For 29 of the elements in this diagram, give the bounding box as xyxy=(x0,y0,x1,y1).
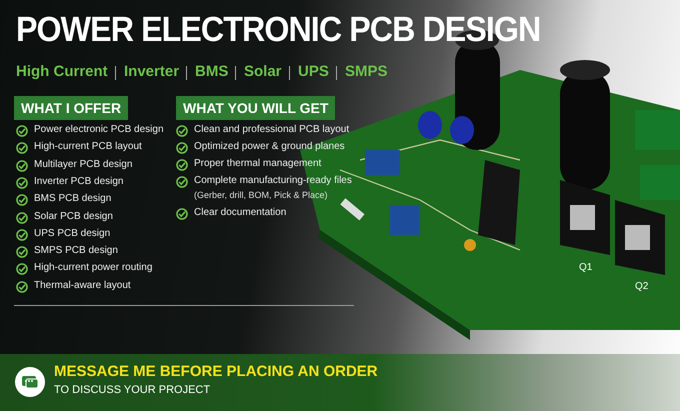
part-label: Q2 xyxy=(633,281,650,292)
list-item: Power electronic PCB design xyxy=(34,124,164,135)
list-item: Optimized power & ground planes xyxy=(194,141,345,152)
title: POWER ELECTRONIC PCB DESIGN xyxy=(16,10,540,50)
category-label: SMPS xyxy=(345,63,388,80)
cta-subtext: TO DISCUSS YOUR PROJECT xyxy=(54,384,210,396)
section-header: WHAT I OFFER xyxy=(14,96,128,120)
part-label: Q1 xyxy=(577,262,594,273)
list-item: High-current PCB layout xyxy=(34,141,142,152)
list-item: High-current power routing xyxy=(34,262,152,274)
category-label: High Current xyxy=(16,63,108,80)
cta-banner xyxy=(0,354,680,411)
list-item: Complete manufacturing-ready files xyxy=(194,175,352,186)
list-item: Clear documentation xyxy=(194,207,286,218)
list-item: Thermal-aware layout xyxy=(34,280,131,291)
list-item: SMPS PCB design xyxy=(34,245,118,256)
category-label: Solar xyxy=(244,63,282,80)
list-item-note: (Gerber, drill, BOM, Pick & Place) xyxy=(194,190,328,200)
list-item: Multilayer PCB design xyxy=(34,158,132,170)
list-item: Inverter PCB design xyxy=(34,176,124,187)
list-item: BMS PCB design xyxy=(34,193,112,204)
section-header: WHAT YOU WILL GET xyxy=(176,96,336,120)
category-label: Inverter xyxy=(124,63,180,80)
list-item: Solar PCB design xyxy=(34,210,113,222)
cta-heading: MESSAGE ME BEFORE PLACING AN ORDER xyxy=(54,363,378,380)
list-item: Proper thermal management xyxy=(194,158,322,169)
list-item: UPS PCB design xyxy=(34,228,110,239)
category-label: BMS xyxy=(195,63,228,80)
category-label: UPS xyxy=(298,63,329,80)
